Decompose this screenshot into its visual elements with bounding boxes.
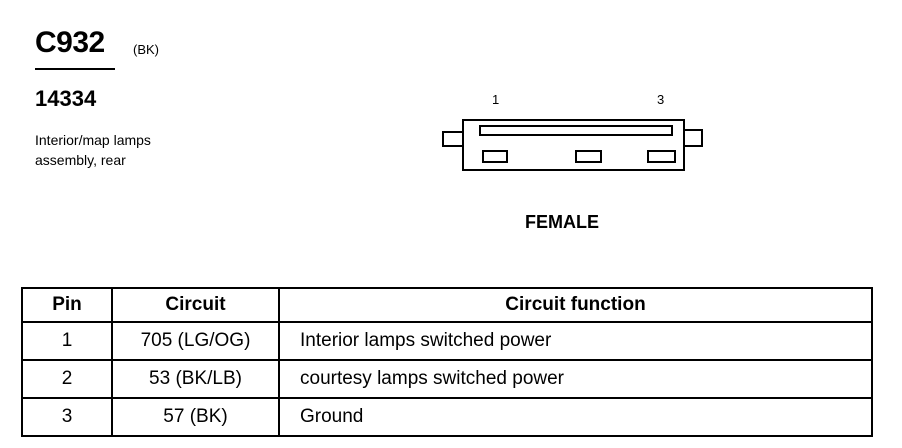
pin-cavity-1 — [482, 150, 508, 163]
part-number: 14334 — [35, 86, 97, 111]
table-row: 3 57 (BK) Ground — [21, 397, 873, 437]
table-row: 2 53 (BK/LB) courtesy lamps switched pow… — [21, 359, 873, 399]
cell-pin: 3 — [21, 397, 113, 437]
cell-function: Ground — [278, 397, 873, 437]
connector-color-code: (BK) — [133, 42, 159, 57]
left-latch-tab — [442, 131, 464, 147]
cell-function: courtesy lamps switched power — [278, 359, 873, 399]
connector-id: C932 — [35, 26, 105, 59]
table-header-row: Pin Circuit Circuit function — [21, 287, 873, 323]
cell-function: Interior lamps switched power — [278, 321, 873, 361]
table-row: 1 705 (LG/OG) Interior lamps switched po… — [21, 321, 873, 361]
header-pin: Pin — [21, 287, 113, 323]
connector-slot — [479, 125, 673, 136]
header-circuit-function: Circuit function — [278, 287, 873, 323]
connector-face-diagram — [442, 119, 703, 171]
cell-pin: 1 — [21, 321, 113, 361]
right-latch-tab — [683, 129, 703, 147]
pinout-table: Pin Circuit Circuit function 1 705 (LG/O… — [21, 287, 873, 437]
connector-description: Interior/map lamps assembly, rear — [35, 132, 151, 168]
connector-gender-label: FEMALE — [525, 212, 599, 232]
pin-cavity-2 — [575, 150, 602, 163]
pin-label-first: 1 — [492, 92, 500, 107]
cell-pin: 2 — [21, 359, 113, 399]
pin-cavity-3 — [647, 150, 676, 163]
connector-id-underline — [35, 68, 115, 70]
header-circuit: Circuit — [111, 287, 280, 323]
cell-circuit: 53 (BK/LB) — [111, 359, 280, 399]
pin-label-last: 3 — [657, 92, 665, 107]
cell-circuit: 705 (LG/OG) — [111, 321, 280, 361]
cell-circuit: 57 (BK) — [111, 397, 280, 437]
